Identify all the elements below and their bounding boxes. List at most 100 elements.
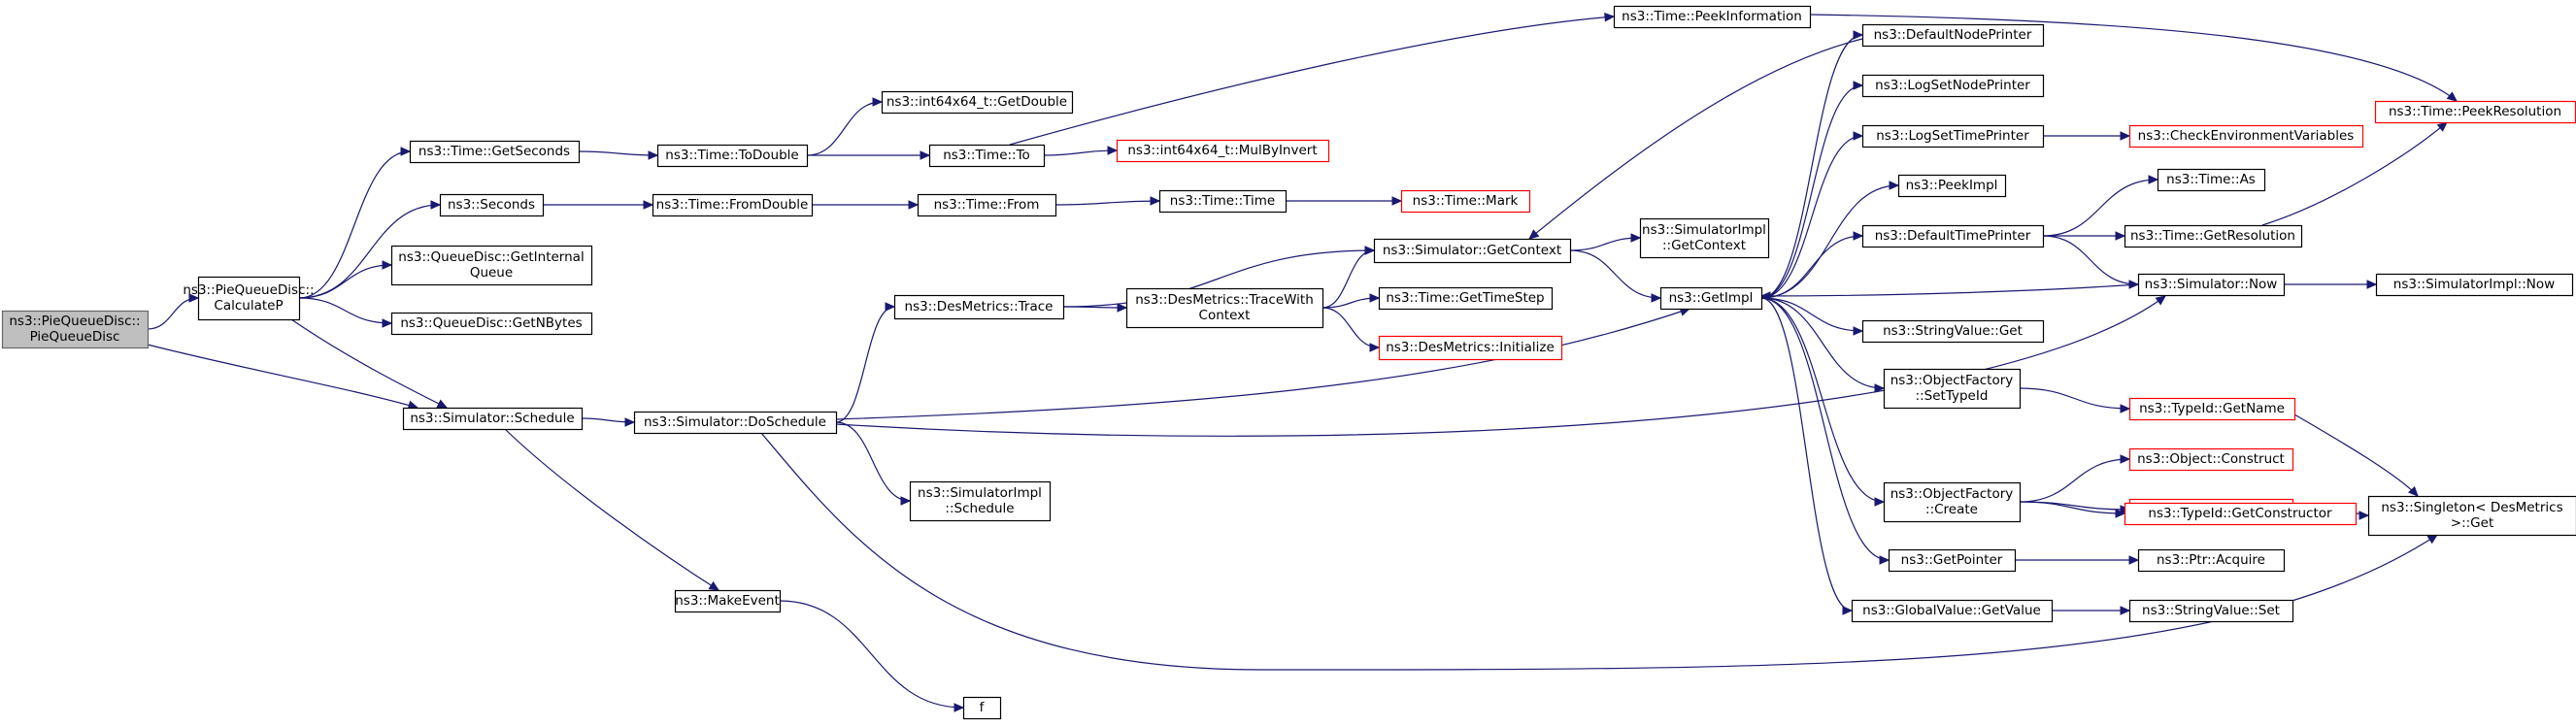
edge-getImpl-to-ofCreate <box>1760 297 1885 503</box>
node-box <box>962 696 1002 720</box>
node-label: >::Get <box>2451 515 2493 531</box>
node-timeTo[interactable]: ns3::Time::To <box>928 144 1046 168</box>
node-getImpl[interactable]: ns3::GetImpl <box>1659 286 1763 311</box>
node-peekResolution[interactable]: ns3::Time::PeekResolution <box>2374 100 2576 124</box>
node-peekImpl[interactable]: ns3::PeekImpl <box>1897 174 2007 198</box>
node-label: ns3::GetImpl <box>1669 290 1754 306</box>
edge-getImpl-to-logSetNodePrinter <box>1760 84 1863 299</box>
node-logSetNodePrinter[interactable]: ns3::LogSetNodePrinter <box>1861 74 2045 98</box>
node-label: ns3::Time::From <box>934 197 1040 213</box>
node-getNBytes[interactable]: ns3::QueueDisc::GetNBytes <box>390 312 593 336</box>
node-implNow[interactable]: ns3::SimulatorImpl::Now <box>2375 273 2574 297</box>
node-timeAs[interactable]: ns3::Time::As <box>2157 168 2266 192</box>
node-defaultTimePrinter[interactable]: ns3::DefaultTimePrinter <box>1861 224 2045 248</box>
edge-doSchedule-to-desTrace <box>835 306 895 423</box>
node-singletonGet[interactable]: ns3::Singleton< DesMetrics >::Get <box>2367 495 2576 537</box>
node-timeFrom[interactable]: ns3::Time::From <box>917 193 1057 217</box>
edge-arrowhead <box>382 260 393 270</box>
edge-arrowhead <box>2436 121 2448 132</box>
edge-arrowhead <box>400 147 412 156</box>
node-desInit[interactable]: ns3::DesMetrics::Initialize <box>1378 335 1563 361</box>
node-implGetContext[interactable]: ns3::SimulatorImpl::GetContext <box>1639 217 1770 259</box>
edge-getImpl-to-defaultNodePrinter <box>1760 34 1863 299</box>
node-ofSetTypeId[interactable]: ns3::ObjectFactory::SetTypeId <box>1883 368 2022 410</box>
node-getPointer[interactable]: ns3::GetPointer <box>1888 548 2017 573</box>
edge-peekInfo-to-peekResolution <box>1809 14 2458 102</box>
node-getResolution[interactable]: ns3::Time::GetResolution <box>2124 224 2303 248</box>
edge-arrowhead <box>1889 181 1900 190</box>
edge-arrowhead <box>2426 534 2439 545</box>
node-desTrace[interactable]: ns3::DesMetrics::Trace <box>893 294 1065 320</box>
node-label: CalculateP <box>214 298 283 314</box>
node-getSeconds[interactable]: ns3::Time::GetSeconds <box>409 140 581 164</box>
node-makeEvent[interactable]: ns3::MakeEvent <box>674 589 782 613</box>
node-label: PieQueueDisc <box>30 329 120 345</box>
edge-arrowhead <box>1853 81 1864 90</box>
node-box <box>2128 599 2294 623</box>
edge-simNow-to-getImpl <box>1760 283 2139 297</box>
edge-arrowhead <box>2407 485 2419 497</box>
edge-arrowhead <box>188 293 200 303</box>
node-schedule[interactable]: ns3::Simulator::Schedule <box>402 407 584 431</box>
edge-arrowhead <box>643 200 654 210</box>
edge-arrowhead <box>2148 175 2159 184</box>
node-stringValueGet[interactable]: ns3::StringValue::Get <box>1861 319 2045 344</box>
node-timeMark[interactable]: ns3::Time::Mark <box>1400 189 1531 214</box>
node-typeIdGetName[interactable]: ns3::TypeId::GetName <box>2128 397 2296 421</box>
edge-doSchedule-to-getImpl <box>835 308 1690 420</box>
node-implSchedule[interactable]: ns3::SimulatorImpl::Schedule <box>909 480 1052 522</box>
node-stringValueSet[interactable]: ns3::StringValue::Set <box>2128 599 2294 623</box>
node-checkEnv[interactable]: ns3::CheckEnvironmentVariables <box>2128 124 2364 149</box>
edge-arrowhead <box>2120 404 2131 413</box>
node-toDouble[interactable]: ns3::Time::ToDouble <box>656 144 809 168</box>
node-fromDouble[interactable]: ns3::Time::FromDouble <box>652 193 814 217</box>
edge-timeTo-to-peekInfo <box>1009 16 1615 146</box>
node-label: ns3::SimulatorImpl <box>918 485 1042 501</box>
node-getConstructor[interactable]: ns3::TypeId::GetConstructor <box>2124 502 2358 526</box>
edge-arrowhead <box>2115 509 2126 518</box>
node-f[interactable]: f <box>962 696 1002 720</box>
edge-doSchedule-to-implSchedule <box>835 421 911 502</box>
node-ptrAcquire[interactable]: ns3::Ptr::Acquire <box>2137 548 2286 573</box>
node-getTimeStep[interactable]: ns3::Time::GetTimeStep <box>1378 286 1554 311</box>
node-label: ns3::PieQueueDisc:: <box>9 314 140 329</box>
node-box <box>633 411 838 435</box>
node-objConstruct[interactable]: ns3::Object::Construct <box>2128 447 2294 472</box>
node-mulByInvert[interactable]: ns3::int64x64_t::MulByInvert <box>1116 139 1330 163</box>
node-box <box>1861 74 2045 98</box>
node-seconds[interactable]: ns3::Seconds <box>439 193 545 217</box>
node-simNow[interactable]: ns3::Simulator::Now <box>2137 273 2286 297</box>
node-logSetTimePrinter[interactable]: ns3::LogSetTimePrinter <box>1861 124 2045 149</box>
edge-arrowhead <box>2120 131 2131 141</box>
edge-arrowhead <box>436 399 449 409</box>
node-box <box>2137 273 2286 297</box>
edge-arrowhead <box>1150 196 1161 206</box>
edge-makeEvent-to-f <box>779 600 964 709</box>
node-label: ns3::Object::Construct <box>2137 451 2285 467</box>
node-label: ns3::LogSetTimePrinter <box>1876 128 2029 144</box>
node-label: ns3::QueueDisc::GetNBytes <box>400 315 582 331</box>
node-getDouble[interactable]: ns3::int64x64_t::GetDouble <box>881 90 1074 115</box>
edge-ofCreate-to-getConstructor <box>2019 501 2125 514</box>
edge-arrowhead <box>624 417 636 427</box>
node-label: ns3::Seconds <box>448 197 535 213</box>
edge-getImpl-to-getPointer <box>1760 297 1890 561</box>
node-getContext[interactable]: ns3::Simulator::GetContext <box>1373 238 1572 264</box>
node-label: ns3::Simulator::GetContext <box>1383 243 1561 258</box>
node-label: ns3::Simulator::Schedule <box>410 411 574 426</box>
node-peekInfo[interactable]: ns3::Time::PeekInformation <box>1613 5 1812 29</box>
node-doSchedule[interactable]: ns3::Simulator::DoSchedule <box>633 411 838 435</box>
node-calcP[interactable]: ns3::PieQueueDisc::CalculateP <box>183 276 315 321</box>
node-label: ns3::Time::GetSeconds <box>418 144 570 159</box>
node-ofCreate[interactable]: ns3::ObjectFactory::Create <box>1883 481 2022 523</box>
node-pie_ctor[interactable]: ns3::PieQueueDisc::PieQueueDisc <box>1 310 150 349</box>
node-gvGetValue[interactable]: ns3::GlobalValue::GetValue <box>1851 599 2054 623</box>
node-timeTime[interactable]: ns3::Time::Time <box>1158 189 1288 214</box>
edge-getContext-to-implGetContext <box>1569 237 1641 251</box>
edge-arrowhead <box>1759 291 1771 301</box>
node-box <box>2375 273 2574 297</box>
edge-getImpl-to-gvGetValue <box>1760 297 1853 611</box>
node-defaultNodePrinter[interactable]: ns3::DefaultNodePrinter <box>1861 23 2045 48</box>
